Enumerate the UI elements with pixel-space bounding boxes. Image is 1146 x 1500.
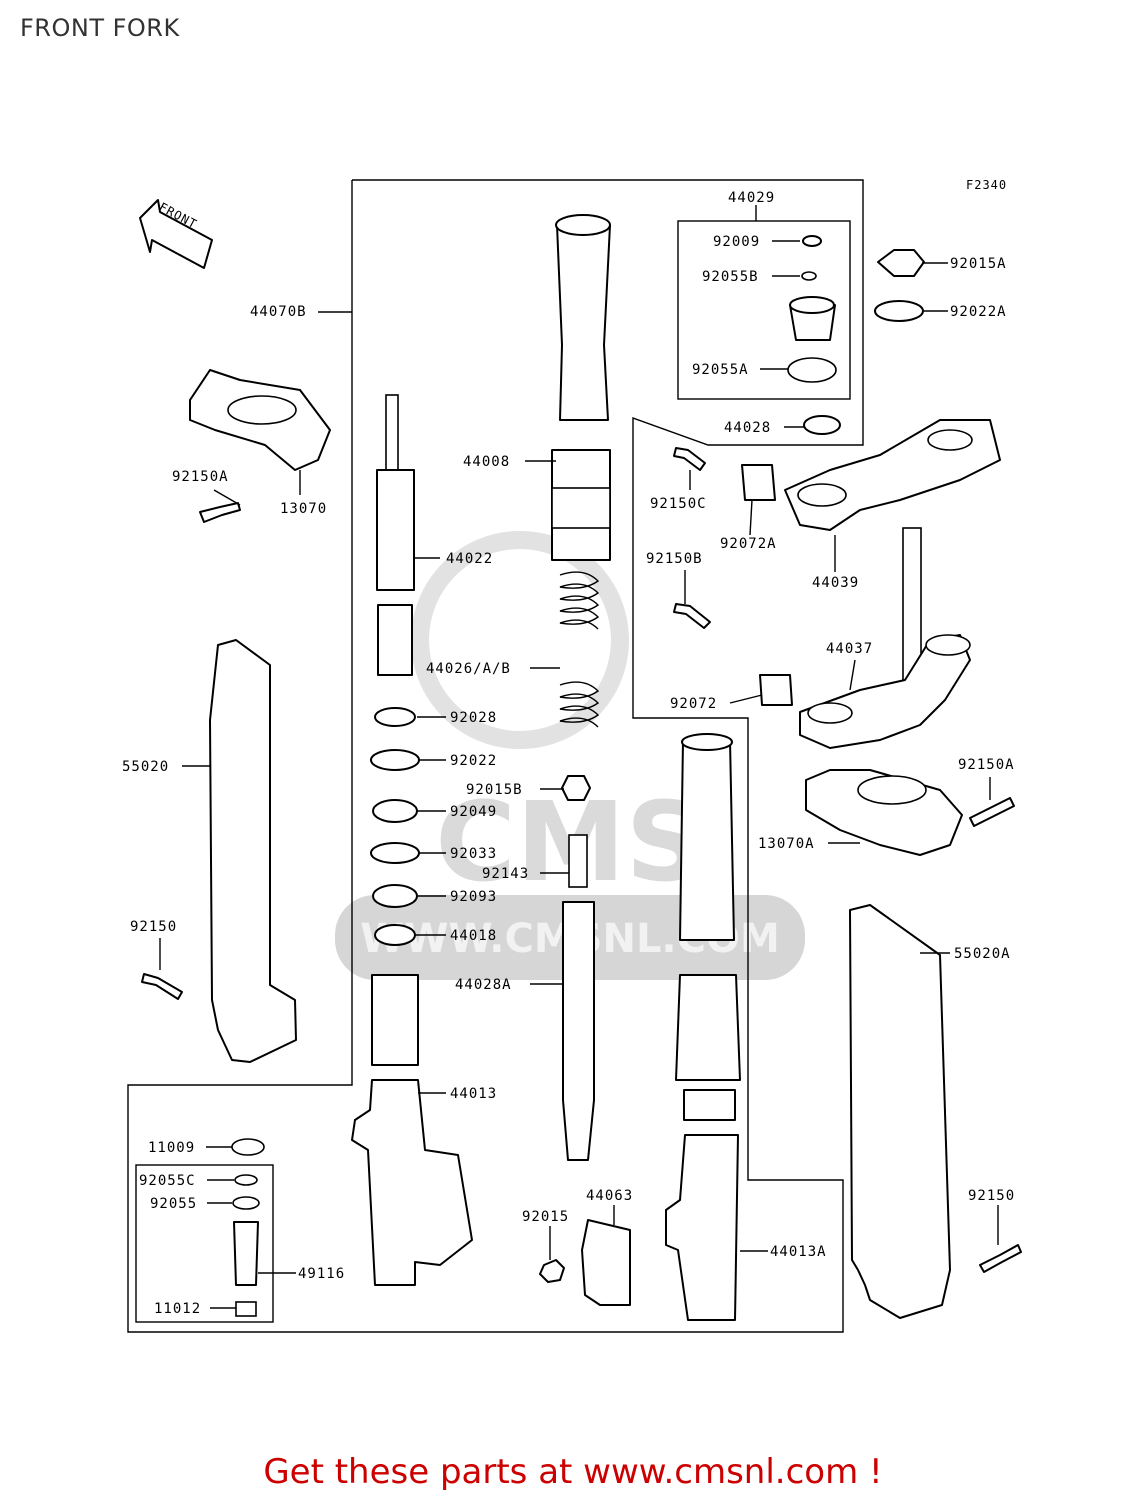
label-92150A-left: 92150A <box>172 469 229 485</box>
label-55020A: 55020A <box>954 946 1011 962</box>
label-92022: 92022 <box>450 753 497 769</box>
label-92015B: 92015B <box>466 782 523 798</box>
label-92022A: 92022A <box>950 304 1007 320</box>
label-44029: 44029 <box>728 190 775 206</box>
label-44013: 44013 <box>450 1086 497 1102</box>
label-92055C: 92055C <box>139 1173 196 1189</box>
label-92055: 92055 <box>150 1196 197 1212</box>
page-title: FRONT FORK <box>20 14 180 42</box>
parts-illustration <box>141 214 1022 1321</box>
label-92049: 92049 <box>450 804 497 820</box>
exploded-parts-diagram: CMS WWW.CMSNL.COM FRONT <box>122 178 1022 1333</box>
label-44063: 44063 <box>586 1188 633 1204</box>
label-92150A-right: 92150A <box>958 757 1015 773</box>
label-44037: 44037 <box>826 641 873 657</box>
label-92055A: 92055A <box>692 362 749 378</box>
label-92015: 92015 <box>522 1209 569 1225</box>
label-44008: 44008 <box>463 454 510 470</box>
label-92150-left: 92150 <box>130 919 177 935</box>
label-92150-right: 92150 <box>968 1188 1015 1204</box>
label-92055B: 92055B <box>702 269 759 285</box>
label-44070B: 44070B <box>250 304 307 320</box>
figure-code: F2340 <box>966 178 1007 192</box>
label-92009: 92009 <box>713 234 760 250</box>
label-44028: 44028 <box>724 420 771 436</box>
label-44013A: 44013A <box>770 1244 827 1260</box>
label-13070: 13070 <box>280 501 327 517</box>
label-44028A: 44028A <box>455 977 512 993</box>
label-44026-a-b: 44026/A/B <box>426 661 511 677</box>
label-92015A-top: 92015A <box>950 256 1007 272</box>
label-55020: 55020 <box>122 759 169 775</box>
front-direction-arrow: FRONT <box>139 199 213 269</box>
leader-lines <box>159 205 999 1309</box>
label-11012: 11012 <box>154 1301 201 1317</box>
label-44018: 44018 <box>450 928 497 944</box>
label-11009: 11009 <box>148 1140 195 1156</box>
fork-spring <box>559 571 600 728</box>
label-44039: 44039 <box>812 575 859 591</box>
label-92033: 92033 <box>450 846 497 862</box>
label-49116: 49116 <box>298 1266 345 1282</box>
label-92093: 92093 <box>450 889 497 905</box>
label-92028: 92028 <box>450 710 497 726</box>
part-number-labels: F2340 44029 92009 92055B 92055A 44028 92… <box>122 178 1015 1317</box>
label-13070A: 13070A <box>758 836 815 852</box>
label-44022: 44022 <box>446 551 493 567</box>
label-92150C: 92150C <box>650 496 707 512</box>
label-92072A: 92072A <box>720 536 777 552</box>
label-92072: 92072 <box>670 696 717 712</box>
label-92150B: 92150B <box>646 551 703 567</box>
label-92143: 92143 <box>482 866 529 882</box>
footer-promo-link[interactable]: Get these parts at www.cmsnl.com ! <box>263 1452 883 1492</box>
assembly-frame <box>127 179 864 1333</box>
